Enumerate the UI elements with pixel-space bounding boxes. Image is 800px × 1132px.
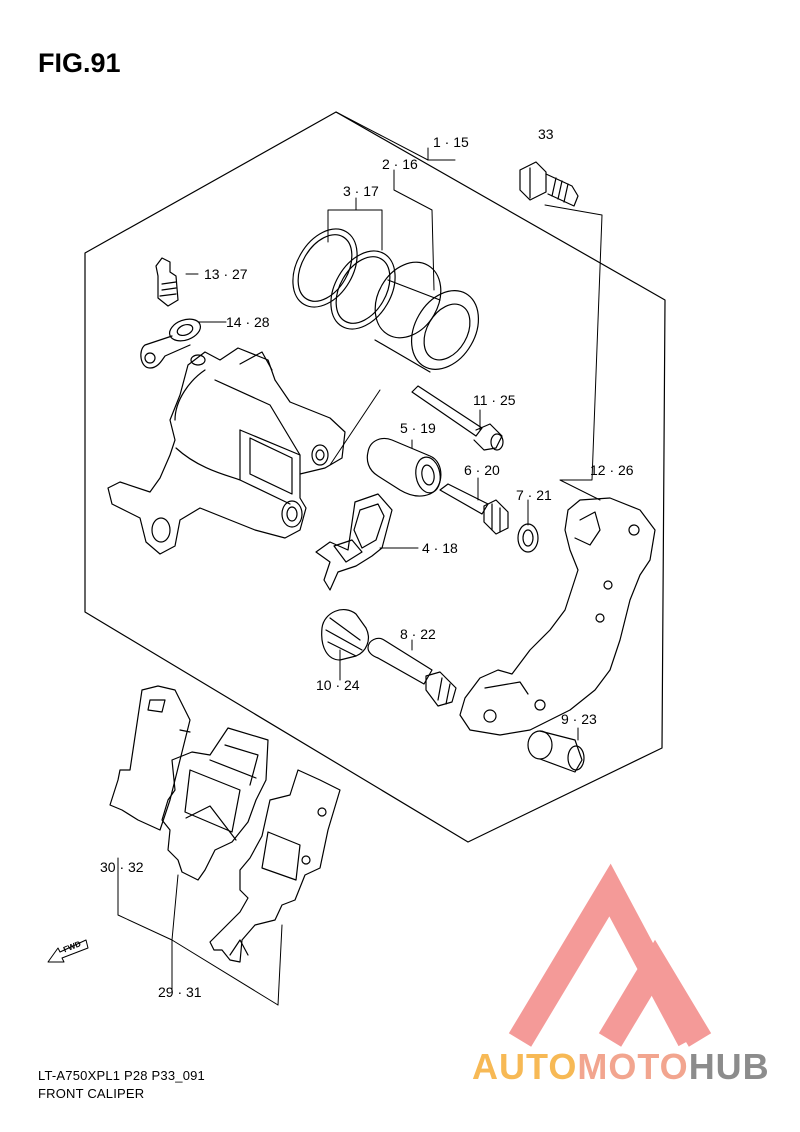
figure-code: LT-A750XPL1 P28 P33_091 [38, 1068, 205, 1083]
callout-4: 4 · 18 [422, 540, 458, 556]
callout-11: 11 · 25 [473, 392, 516, 408]
caliper-body [107, 347, 346, 555]
leader-lines [117, 111, 603, 1006]
sleeve-part-9 [527, 730, 585, 773]
washer-part-7 [517, 523, 539, 553]
bleeder-screw-part-13 [155, 257, 179, 307]
slide-pin-part-8 [367, 637, 457, 707]
watermark-text: AUTOMOTOHUB [472, 1046, 770, 1088]
callout-13: 13 · 27 [204, 266, 248, 282]
watermark-part-2: MOTO [577, 1046, 689, 1087]
watermark-part-3: HUB [688, 1046, 770, 1087]
callout-5: 5 · 19 [400, 420, 436, 436]
seal-rings-part-3 [292, 228, 396, 330]
bleeder-cap-part-14 [140, 318, 202, 369]
watermark-part-1: AUTO [472, 1046, 578, 1087]
fwd-arrow-icon [47, 939, 89, 963]
pin-boot-part-10 [321, 609, 369, 661]
callout-6: 6 · 20 [464, 462, 500, 478]
callout-2: 2 · 16 [382, 156, 418, 172]
slide-pin-part-11 [411, 385, 504, 451]
callout-7: 7 · 21 [516, 487, 552, 503]
callout-8: 8 · 22 [400, 626, 436, 642]
pad-spring-part-4 [315, 493, 393, 591]
callout-3: 3 · 17 [343, 183, 379, 199]
callout-1: 1 · 15 [433, 134, 469, 150]
watermark-logo-icon [508, 863, 712, 1047]
figure-title: FIG.91 [38, 48, 121, 78]
callout-29: 29 · 31 [158, 984, 202, 1000]
figure-name: FRONT CALIPER [38, 1086, 145, 1101]
callout-30: 30 · 32 [100, 859, 144, 875]
callout-14: 14 · 28 [226, 314, 270, 330]
callout-12: 12 · 26 [590, 462, 634, 478]
brake-pad-plate-part-29 [209, 769, 341, 963]
flange-bolt-part-33 [519, 161, 579, 207]
callout-33: 33 [538, 126, 554, 142]
brake-pad-part-29 [161, 727, 269, 881]
callout-10: 10 · 24 [316, 677, 360, 693]
callout-9: 9 · 23 [561, 711, 597, 727]
pad-shim-part-30 [109, 685, 191, 831]
piston-part-2 [374, 261, 480, 373]
pin-bolt-part-6 [439, 483, 509, 535]
caliper-bracket-part-12 [459, 497, 656, 736]
pin-boot-part-5 [366, 437, 442, 497]
